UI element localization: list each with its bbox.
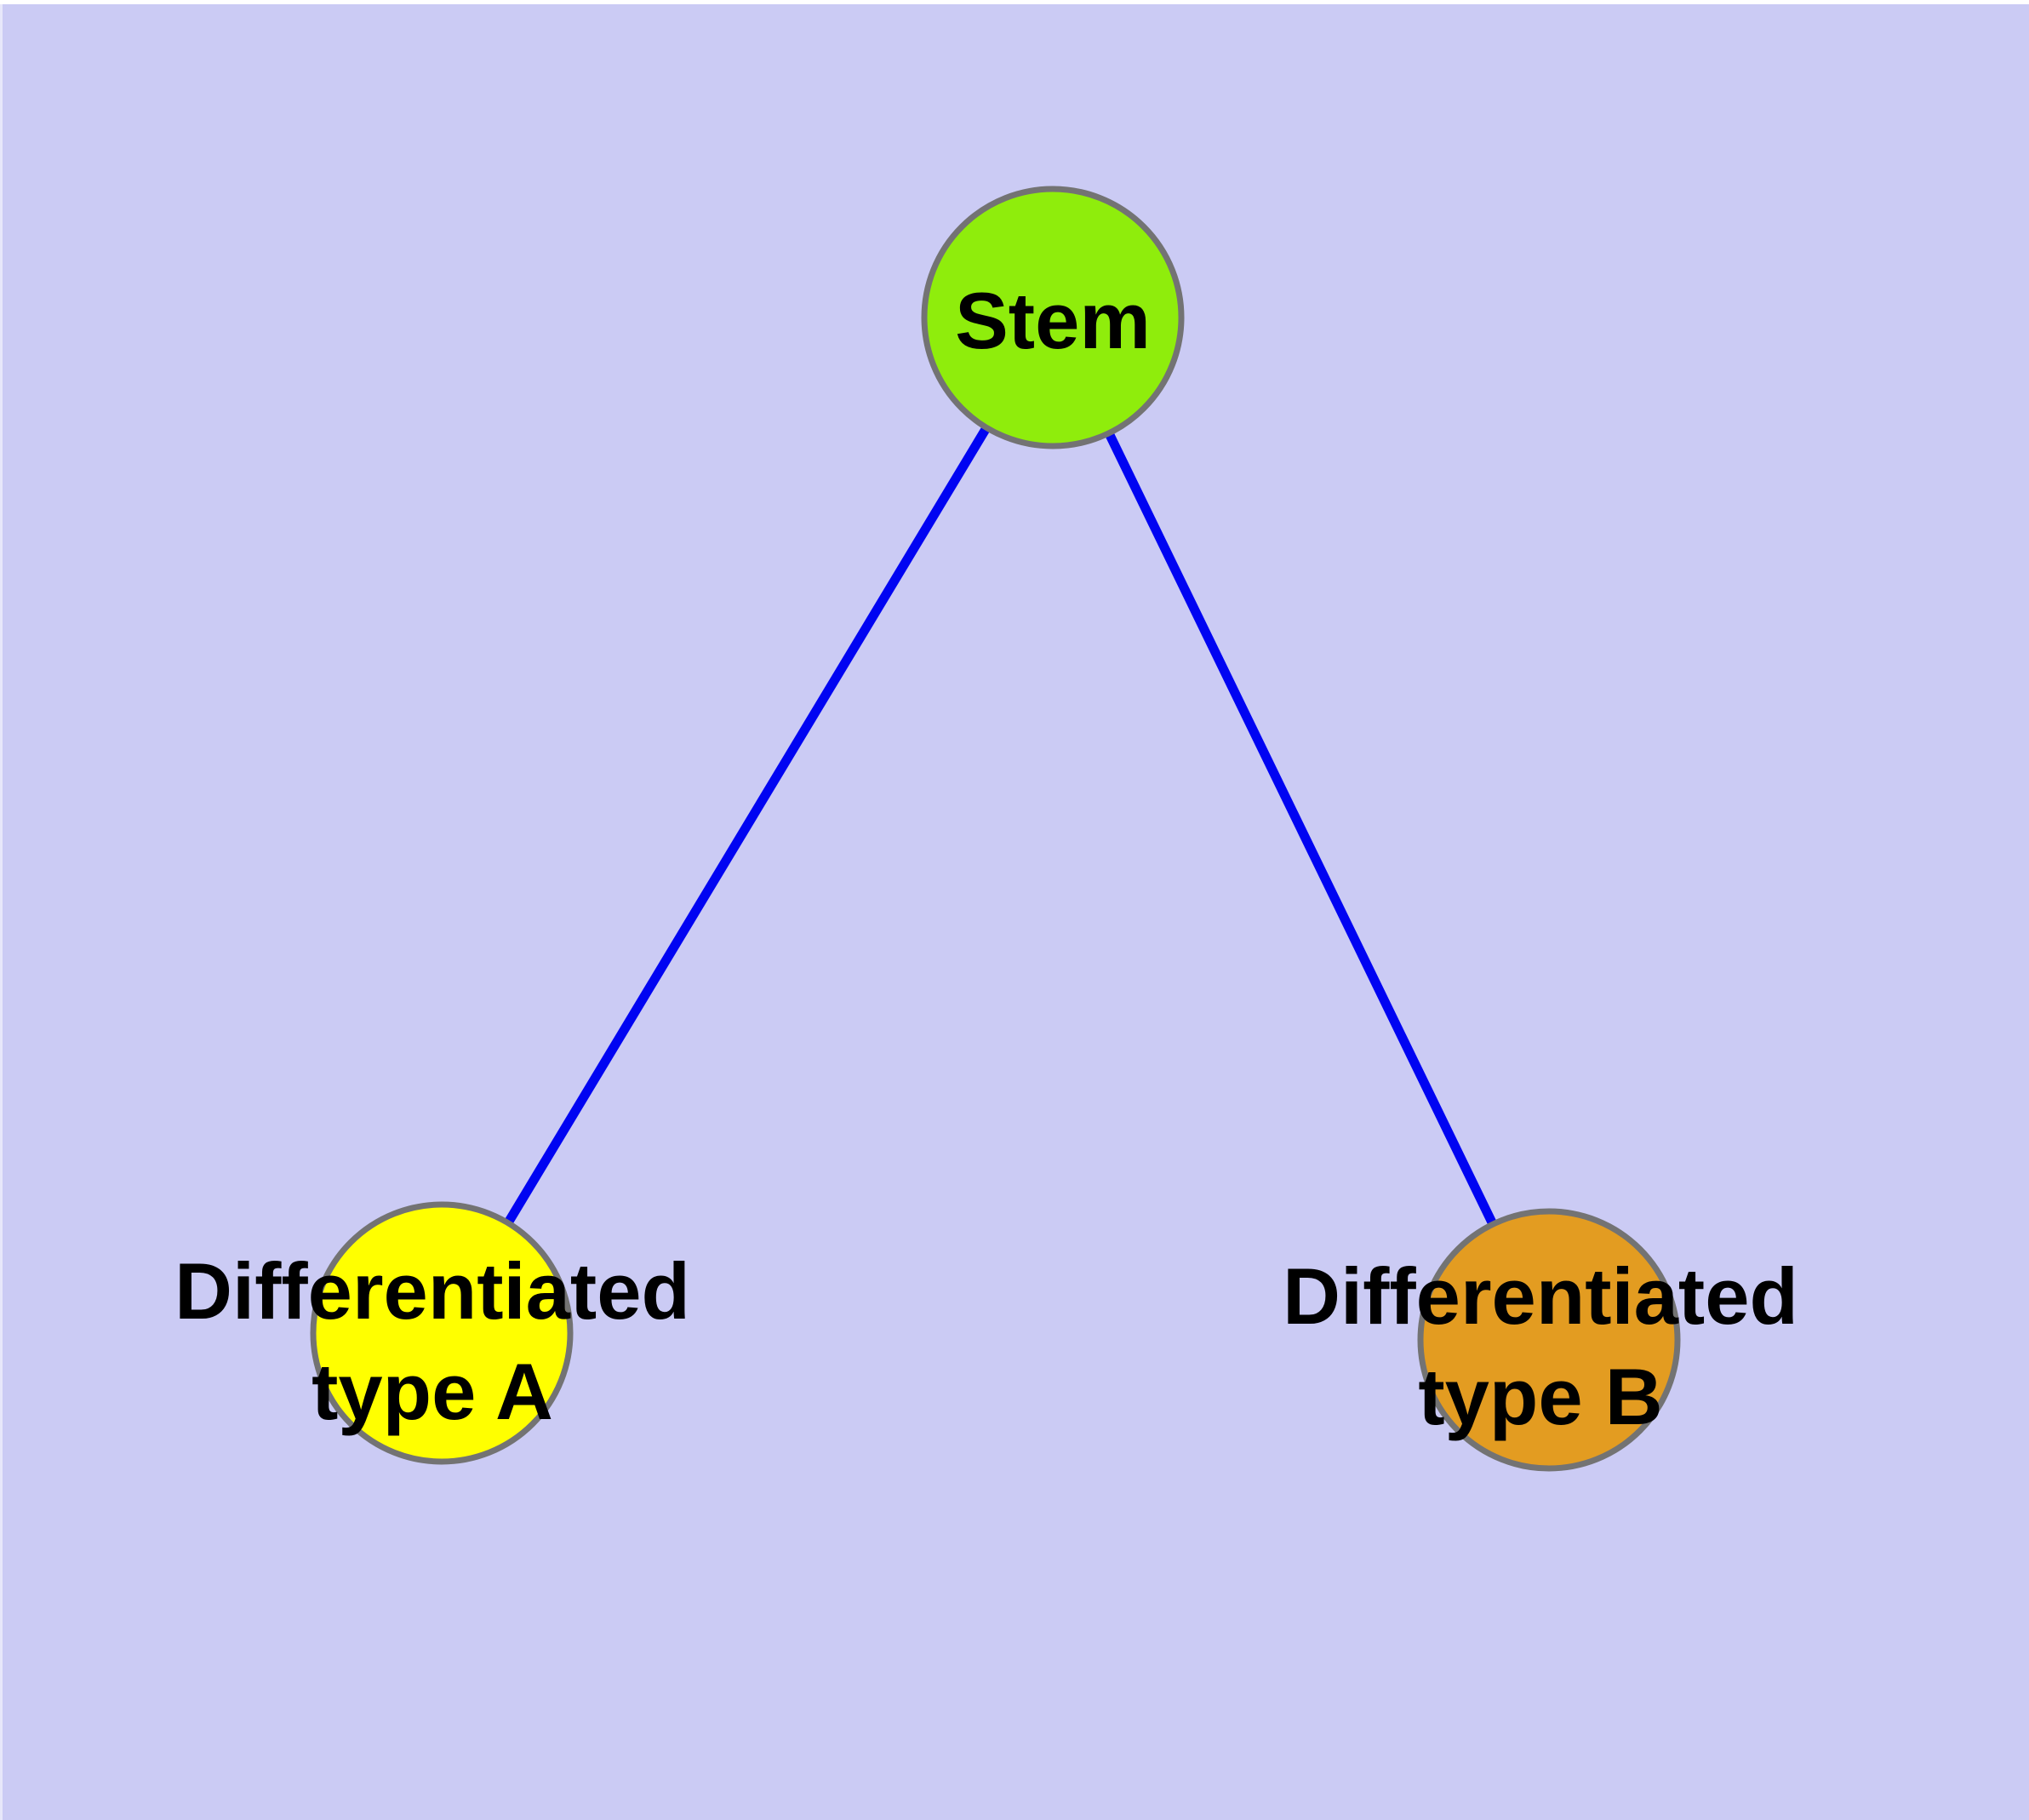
node-type-b-label-line1: Differentiated [1283,1251,1798,1341]
node-type-a-label-line2: type A [311,1347,553,1436]
top-edge-strip [0,0,2029,4]
node-type-b-label: Differentiated type B [1283,1246,1798,1447]
node-stem-label-text: Stem [955,276,1151,365]
node-stem-label: Stem [955,271,1151,371]
edge-stem-to-type-b [1049,315,1553,1342]
node-type-a-circle [310,1201,574,1465]
node-type-b-label-line2: type B [1418,1352,1663,1441]
node-type-a-label: Differentiated type A [174,1241,690,1442]
node-type-b-circle [1417,1208,1681,1472]
node-stem-circle [921,186,1185,449]
node-type-a-label-line1: Differentiated [174,1246,690,1336]
left-edge-strip [0,0,3,1820]
edge-stem-to-type-a [437,315,1057,1336]
